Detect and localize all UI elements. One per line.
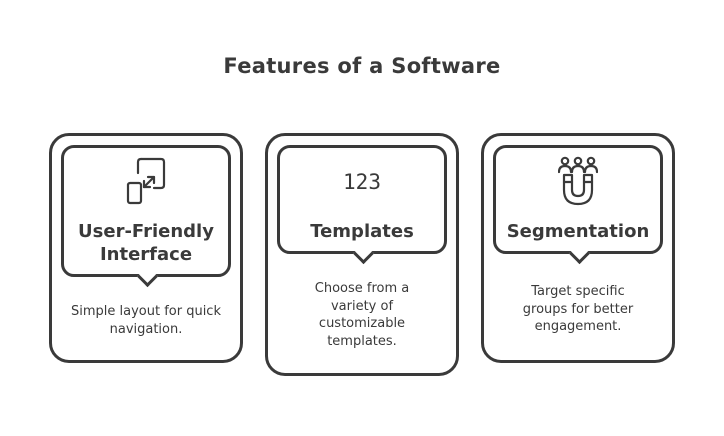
feature-bubble-user-friendly-interface xyxy=(61,145,231,277)
tablet-resize-icon xyxy=(126,157,166,205)
numbers-icon: 123 xyxy=(343,170,381,194)
feature-heading-user-friendly-interface: User-Friendly Interface xyxy=(78,221,214,265)
users-magnet-icon xyxy=(558,156,598,206)
feature-description-user-friendly-interface: Simple layout for quick navigation. xyxy=(70,304,221,337)
feature-description-templates: Choose from a variety of customizable te… xyxy=(314,281,410,349)
feature-description-segmentation: Target specific groups for better engage… xyxy=(522,284,634,334)
feature-heading-templates: Templates xyxy=(310,221,414,242)
diagram-title: Features of a Software xyxy=(223,54,501,78)
feature-heading-segmentation: Segmentation xyxy=(506,221,650,242)
feature-bubble-templates xyxy=(277,145,447,254)
